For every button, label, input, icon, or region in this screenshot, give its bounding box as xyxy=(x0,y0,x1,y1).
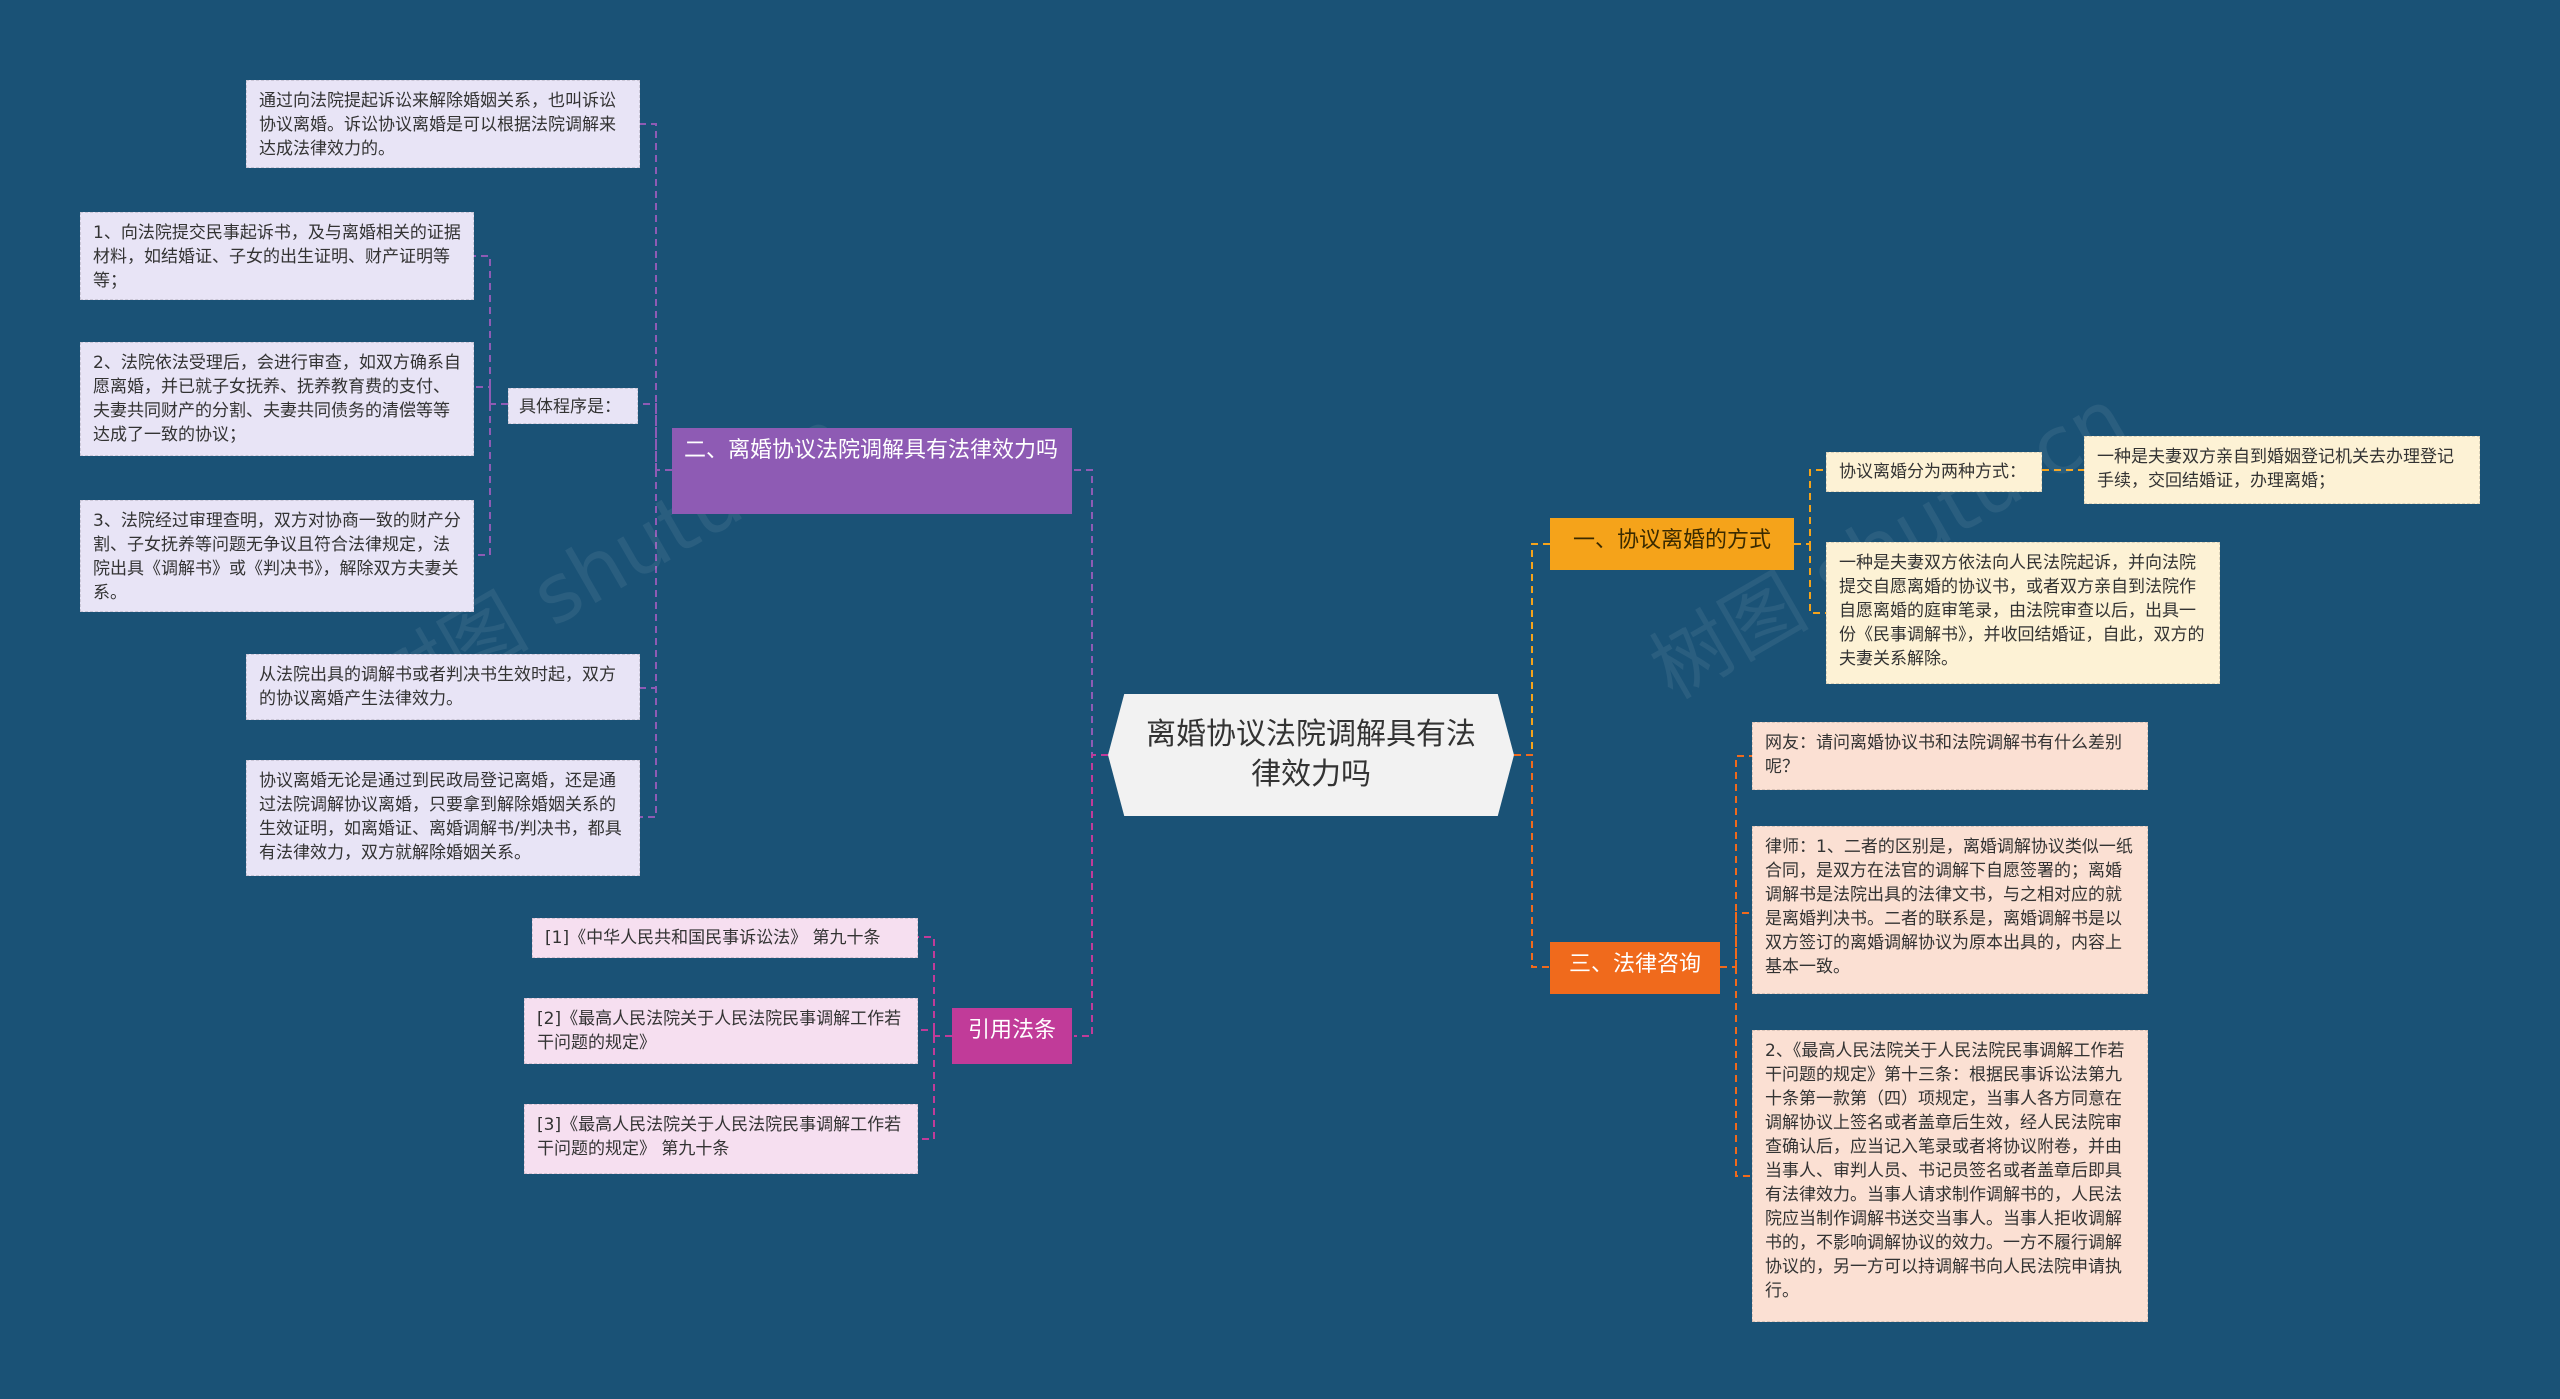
connector-effect-leaves xyxy=(640,123,672,818)
connector-procedure-steps xyxy=(474,255,508,556)
cite-ref-2[interactable]: [2]《最高人民法院关于人民法院民事调解工作若干问题的规定》 xyxy=(524,998,918,1064)
connector-center-consult xyxy=(1514,754,1550,968)
central-topic[interactable]: 离婚协议法院调解具有法律效力吗 xyxy=(1108,694,1514,816)
connector-way-leaves xyxy=(1794,469,1826,614)
effect-summary-node[interactable]: 协议离婚无论是通过到民政局登记离婚，还是通过法院调解协议离婚，只要拿到解除婚姻关… xyxy=(246,760,640,876)
procedure-step-3[interactable]: 3、法院经过审理查明，双方对协商一致的财产分割、子女抚养等问题无争议且符合法律规… xyxy=(80,500,474,612)
connector-consult-leaves xyxy=(1720,755,1752,1177)
effect-effective-node[interactable]: 从法院出具的调解书或者判决书生效时起，双方的协议离婚产生法律效力。 xyxy=(246,654,640,720)
effect-intro-node[interactable]: 通过向法院提起诉讼来解除婚姻关系，也叫诉讼协议离婚。诉讼协议离婚是可以根据法院调… xyxy=(246,80,640,168)
branch-cite[interactable]: 引用法条 xyxy=(952,1008,1072,1064)
way-intro-node[interactable]: 协议离婚分为两种方式： xyxy=(1826,452,2042,492)
connector-cite-refs xyxy=(918,936,952,1140)
cite-ref-1[interactable]: [1]《中华人民共和国民事诉讼法》 第九十条 xyxy=(532,918,918,958)
procedure-label[interactable]: 具体程序是： xyxy=(508,388,638,424)
consult-question-node[interactable]: 网友：请问离婚协议书和法院调解书有什么差别呢？ xyxy=(1752,722,2148,790)
consult-answer-2-node[interactable]: 2、《最高人民法院关于人民法院民事调解工作若干问题的规定》第十三条：根据民事诉讼… xyxy=(1752,1030,2148,1322)
way-type2-node[interactable]: 一种是夫妻双方依法向人民法院起诉，并向法院提交自愿离婚的协议书，或者双方亲自到法… xyxy=(1826,542,2220,684)
connector-center-cite xyxy=(1074,754,1108,1037)
branch-way[interactable]: 一、协议离婚的方式 xyxy=(1550,518,1794,570)
way-type1-node[interactable]: 一种是夫妻双方亲自到婚姻登记机关去办理登记手续，交回结婚证，办理离婚； xyxy=(2084,436,2480,504)
procedure-step-2[interactable]: 2、法院依法受理后，会进行审查，如双方确系自愿离婚，并已就子女抚养、抚养教育费的… xyxy=(80,342,474,456)
connector-center-way xyxy=(1514,543,1550,756)
branch-consult[interactable]: 三、法律咨询 xyxy=(1550,942,1720,994)
cite-ref-3[interactable]: [3]《最高人民法院关于人民法院民事调解工作若干问题的规定》 第九十条 xyxy=(524,1104,918,1174)
branch-effect[interactable]: 二、离婚协议法院调解具有法律效力吗 xyxy=(672,428,1072,514)
connector-center-effect xyxy=(1074,469,1108,756)
procedure-step-1[interactable]: 1、向法院提交民事起诉书，及与离婚相关的证据材料，如结婚证、子女的出生证明、财产… xyxy=(80,212,474,300)
consult-answer-1-node[interactable]: 律师：1、二者的区别是，离婚调解协议类似一纸合同，是双方在法官的调解下自愿签署的… xyxy=(1752,826,2148,994)
